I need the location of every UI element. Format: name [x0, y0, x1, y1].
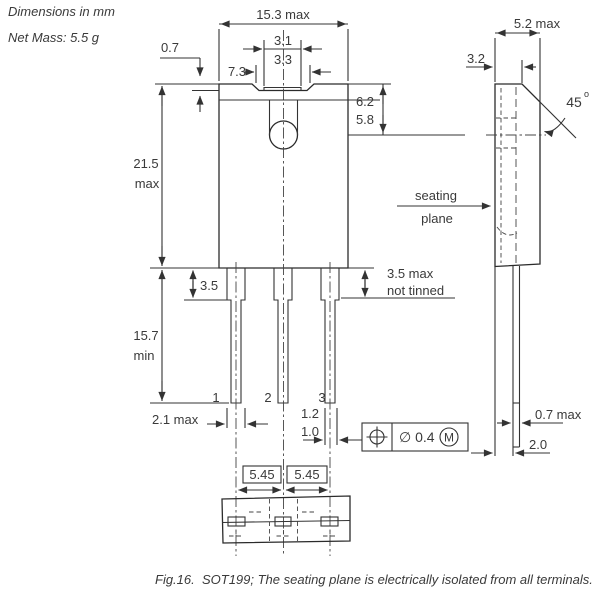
mmc-modifier-icon: M [439, 427, 459, 447]
dim-lead-length-qual: min [134, 348, 155, 363]
mmc-modifier-letter: M [444, 431, 454, 445]
dim-depth: 5.2 max [494, 16, 561, 131]
front-view [218, 30, 380, 556]
dim-overall-width-label: 15.3 max [256, 7, 310, 22]
dim-step-label: 3.2 [467, 51, 485, 66]
dim-hole-min-label: 5.8 [356, 112, 374, 127]
dim-lead-thickness-side-label: 0.7 max [535, 407, 582, 422]
dim-chamfer-degree: o [584, 89, 589, 99]
seating-plane-label: seating plane [397, 188, 491, 226]
dim-step: 3.2 [466, 51, 536, 83]
dim-overall-width: 15.3 max [218, 7, 349, 81]
dim-body-height-qual: max [135, 176, 160, 191]
bottom-view [221, 495, 351, 544]
side-body-outline [494, 83, 541, 268]
tolerance-diameter-label: ∅ 0.4 [399, 429, 435, 445]
dim-body-height-label: 21.5 [133, 156, 158, 171]
dim-body-height: 21.5 max [133, 86, 227, 269]
note-not-tinned-line1: 3.5 max [387, 266, 434, 281]
dim-lead-thick-max-label: 1.2 [301, 406, 319, 421]
dim-pitch-left-label: 5.45 [249, 467, 274, 482]
dim-lead-length-label: 15.7 [133, 328, 158, 343]
dim-standoff-label: 2.0 [529, 437, 547, 452]
dim-lead-thickness: 1.2 1.0 [301, 406, 362, 445]
seating-plane-line2: plane [421, 211, 453, 226]
dim-standoff: 2.0 [471, 437, 550, 457]
front-leads [226, 268, 340, 404]
dim-lead-length: 15.7 min [133, 270, 229, 404]
dim-tab-width: 3.1 3.3 [243, 33, 322, 86]
dim-notch-width: 7.3 [228, 64, 331, 83]
note-not-tinned: 3.5 max not tinned [341, 266, 455, 299]
dim-chamfer: 45 o [539, 89, 589, 139]
side-dimensions: 5.2 max 3.2 45 o seating plane 0.7 max [397, 16, 589, 457]
side-view [486, 83, 546, 456]
dim-lead-width: 2.1 max [152, 408, 268, 428]
dim-depth-label: 5.2 max [514, 16, 561, 31]
dim-notch-label: 7.3 [228, 64, 246, 79]
lead-2 [273, 268, 293, 404]
dim-tab-min-label: 3.3 [274, 52, 292, 67]
side-hidden-recess [496, 226, 518, 236]
dim-pitch: 5.45 5.45 [238, 465, 328, 494]
dim-chamfer-label: 45 [566, 94, 582, 110]
pin-number-1: 1 [212, 390, 219, 405]
figure-caption: Fig.16. SOT199; The seating plane is ele… [155, 572, 593, 587]
bottom-view-edge-line [221, 519, 351, 524]
pin-number-3: 3 [318, 390, 325, 405]
dim-lead-thick-min-label: 1.0 [301, 424, 319, 439]
note-not-tinned-line2: not tinned [387, 283, 444, 298]
dim-shoulder-label: 3.5 [200, 278, 218, 293]
dim-hole-position: 6.2 5.8 [348, 83, 465, 136]
dim-lead-width-label: 2.1 max [152, 412, 199, 427]
tolerance-frame: ∅ 0.4 M [361, 422, 469, 452]
dim-lead-thickness-side: 0.7 max [497, 407, 582, 427]
side-lead [512, 266, 521, 448]
dim-hole-max-label: 6.2 [356, 94, 374, 109]
dim-pitch-right-label: 5.45 [294, 467, 319, 482]
dim-tab-max-label: 3.1 [274, 33, 292, 48]
true-position-icon [366, 426, 388, 448]
bottom-hidden-lead-marks [229, 530, 337, 538]
dim-shoulder: 3.5 [184, 270, 229, 301]
pin-number-2: 2 [264, 390, 271, 405]
note-mass: Net Mass: 5.5 g [8, 30, 100, 45]
front-top-tab [263, 86, 302, 91]
dim-rim-step: 0.7 [155, 40, 219, 112]
seating-plane-line1: seating [415, 188, 457, 203]
front-dimensions: 15.3 max 3.1 3.3 7.3 0.7 [133, 7, 465, 494]
front-body-outline [218, 83, 349, 269]
bottom-lead-sections [227, 516, 339, 527]
note-units: Dimensions in mm [8, 4, 115, 19]
dim-rim-label: 0.7 [161, 40, 179, 55]
bottom-view-outline [221, 495, 351, 544]
